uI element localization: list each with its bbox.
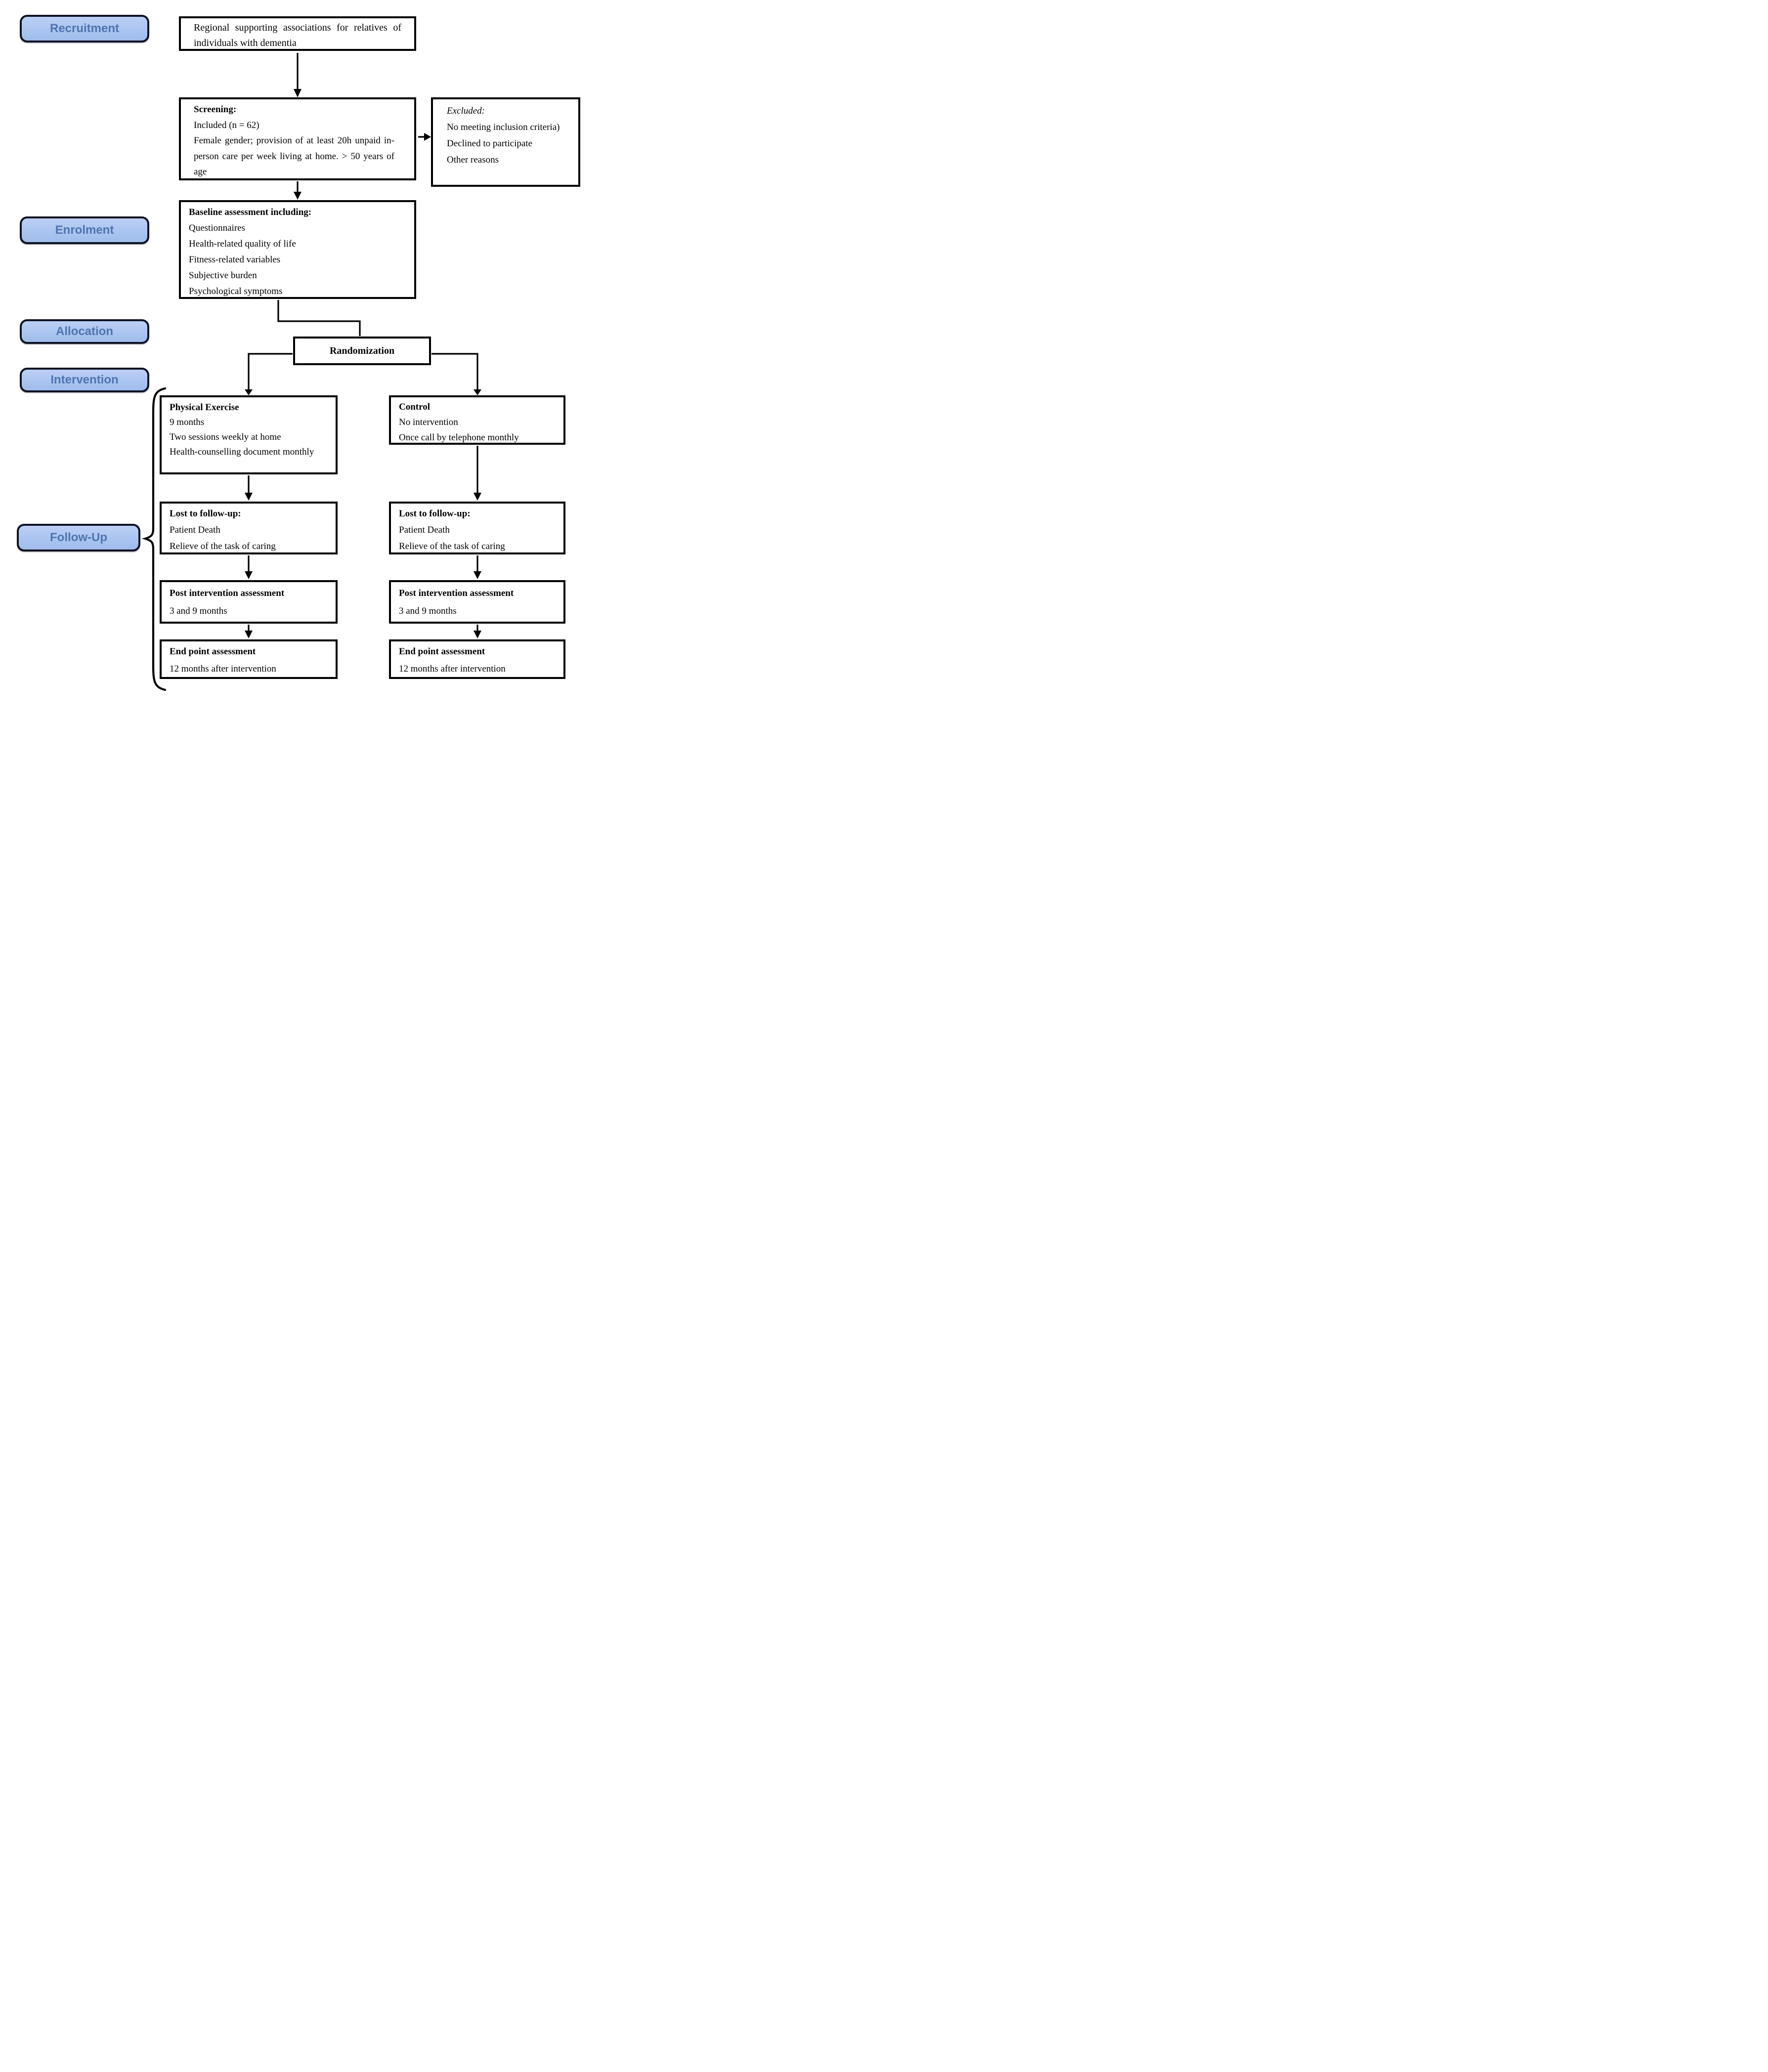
stage-label-follow-up-text: Follow-Up xyxy=(50,531,107,544)
physical-exercise-title: Physical Exercise xyxy=(170,402,239,413)
lost-to-follow-up-box-left: Lost to follow-up: Patient Death Relieve… xyxy=(160,502,338,554)
physical-exercise-detail-line: 9 months xyxy=(170,417,205,427)
stage-label-recruitment-text: Recruitment xyxy=(49,22,120,35)
end-point-box-right: End point assessment 12 months after int… xyxy=(389,639,565,679)
arrow-source-to-screening xyxy=(294,53,302,97)
baseline-item-line: Questionnaires xyxy=(189,223,245,233)
arrow-screening-to-excluded xyxy=(418,133,431,141)
stage-label-enrolment: Enrolment xyxy=(20,216,149,244)
arrow-exercise-to-lost-left xyxy=(245,475,253,501)
lost-to-follow-up-box-right: Lost to follow-up: Patient Death Relieve… xyxy=(389,502,565,554)
excluded-box: Excluded: No meeting inclusion criteria)… xyxy=(431,97,580,187)
end-point-title: End point assessment xyxy=(399,646,485,657)
connector-baseline-to-randomization xyxy=(277,300,361,336)
control-box: Control No intervention Once call by tel… xyxy=(389,395,565,445)
post-intervention-detail: 3 and 9 months xyxy=(399,606,457,616)
baseline-assessment-box: Baseline assessment including: Questionn… xyxy=(179,200,416,299)
control-detail-line: No intervention xyxy=(399,417,458,427)
arrow-post-right-to-end-right xyxy=(474,625,481,638)
randomization-box: Randomization xyxy=(293,337,431,365)
post-intervention-title: Post intervention assessment xyxy=(399,588,514,598)
lost-item-line: Relieve of the task of caring xyxy=(399,541,505,551)
screening-box: Screening: Included (n = 62) Female gend… xyxy=(179,97,416,180)
screening-included-line: Included (n = 62) xyxy=(194,120,259,130)
excluded-reason-line: Other reasons xyxy=(447,155,499,165)
screening-criteria-line: Female gender; provision of at least 20h… xyxy=(194,135,394,177)
post-intervention-detail: 3 and 9 months xyxy=(170,606,227,616)
stage-label-allocation-text: Allocation xyxy=(55,325,113,338)
arrow-randomization-to-control xyxy=(431,353,481,395)
screening-title: Screening: xyxy=(194,104,237,115)
post-intervention-box-right: Post intervention assessment 3 and 9 mon… xyxy=(389,580,565,624)
excluded-title: Excluded: xyxy=(447,106,485,116)
lost-item-line: Relieve of the task of caring xyxy=(170,541,276,551)
recruitment-source-box: Regional supporting associations for rel… xyxy=(179,16,416,51)
stage-label-recruitment: Recruitment xyxy=(20,15,149,42)
post-intervention-box-left: Post intervention assessment 3 and 9 mon… xyxy=(160,580,338,624)
physical-exercise-detail-line: Health-counselling document monthly xyxy=(170,447,314,457)
end-point-box-left: End point assessment 12 months after int… xyxy=(160,639,338,679)
stage-label-allocation: Allocation xyxy=(20,319,149,344)
lost-item-line: Patient Death xyxy=(399,525,450,535)
baseline-item-line: Fitness-related variables xyxy=(189,254,281,265)
connector-layer xyxy=(141,53,481,691)
arrow-control-to-lost-right xyxy=(474,446,481,501)
recruitment-source-text: Regional supporting associations for rel… xyxy=(194,22,401,48)
consort-flow-diagram: Recruitment Enrolment Allocation Interve… xyxy=(0,0,589,691)
baseline-title: Baseline assessment including: xyxy=(189,207,312,217)
stage-label-follow-up: Follow-Up xyxy=(17,524,140,551)
arrow-lost-left-to-post-left xyxy=(245,555,253,579)
lost-title: Lost to follow-up: xyxy=(170,508,241,519)
stage-label-intervention-text: Intervention xyxy=(50,373,119,386)
lost-title: Lost to follow-up: xyxy=(399,508,471,519)
stage-label-enrolment-text: Enrolment xyxy=(55,223,114,237)
physical-exercise-box: Physical Exercise 9 months Two sessions … xyxy=(160,395,338,474)
end-point-title: End point assessment xyxy=(170,646,256,657)
baseline-item-line: Psychological symptoms xyxy=(189,286,283,296)
stage-label-intervention: Intervention xyxy=(20,368,149,392)
randomization-label: Randomization xyxy=(329,345,395,356)
end-point-detail: 12 months after intervention xyxy=(170,664,276,674)
post-intervention-title: Post intervention assessment xyxy=(170,588,285,598)
baseline-item-line: Health-related quality of life xyxy=(189,239,296,249)
lost-item-line: Patient Death xyxy=(170,525,220,535)
physical-exercise-detail-line: Two sessions weekly at home xyxy=(170,432,281,442)
baseline-item-line: Subjective burden xyxy=(189,270,257,281)
arrow-screening-to-baseline xyxy=(294,181,302,200)
follow-up-brace xyxy=(141,387,167,691)
arrow-lost-right-to-post-right xyxy=(474,555,481,579)
arrow-randomization-to-exercise xyxy=(245,353,293,395)
end-point-detail: 12 months after intervention xyxy=(399,664,506,674)
control-title: Control xyxy=(399,402,430,412)
excluded-reason-line: Declined to participate xyxy=(447,138,533,149)
control-detail-line: Once call by telephone monthly xyxy=(399,432,519,443)
arrow-post-left-to-end-left xyxy=(245,625,253,638)
excluded-reason-line: No meeting inclusion criteria) xyxy=(447,122,560,132)
